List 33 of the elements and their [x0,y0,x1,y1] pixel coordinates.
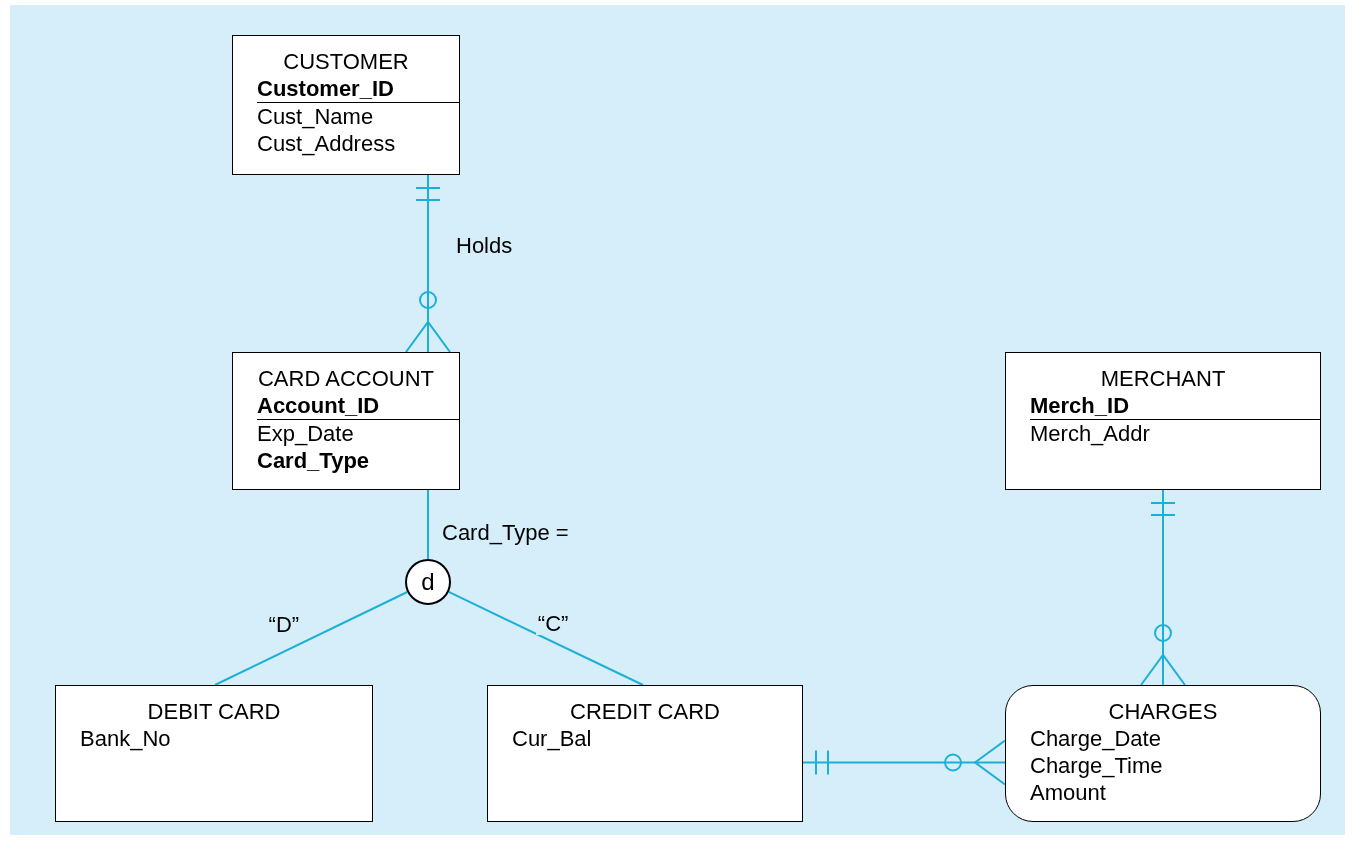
relationship-line [405,174,451,353]
attribute: Merch_Addr [1030,420,1151,447]
entity-box [55,685,373,822]
attribute: Charge_Time [1030,752,1164,779]
primary-key: Account_ID [257,392,459,420]
attribute: Charge_Date [1030,725,1162,752]
entity-box [232,35,460,175]
attribute: Amount [1030,779,1107,806]
edge-label: “C” [535,613,571,636]
primary-key: Merch_ID [1030,392,1320,420]
entity-name: DEBIT CARD [146,698,282,725]
entity-name: CARD ACCOUNT [257,365,435,392]
entity-box [232,352,460,490]
relationship-line [427,489,429,560]
attribute: Exp_Date [257,420,355,447]
attribute: Card_Type [257,447,371,474]
primary-key: Customer_ID [257,75,459,103]
attribute: Cust_Address [257,130,397,157]
entity-name: CUSTOMER [282,48,410,75]
relationship-line [1140,489,1186,686]
subtype-symbol: d [421,570,435,594]
relationship-line [802,739,1006,786]
entity-box [1005,352,1321,490]
edge-label: Card_Type = [440,521,571,544]
entity-name: CREDIT CARD [569,698,721,725]
entity-name: MERCHANT [1099,365,1227,392]
entity-name: CHARGES [1107,698,1219,725]
attribute: Cur_Bal [512,725,593,752]
relationship-line [447,590,644,686]
attribute: Cust_Name [257,103,375,130]
entity-box [1005,685,1321,822]
attribute: Bank_No [80,725,172,752]
entity-box [487,685,803,822]
